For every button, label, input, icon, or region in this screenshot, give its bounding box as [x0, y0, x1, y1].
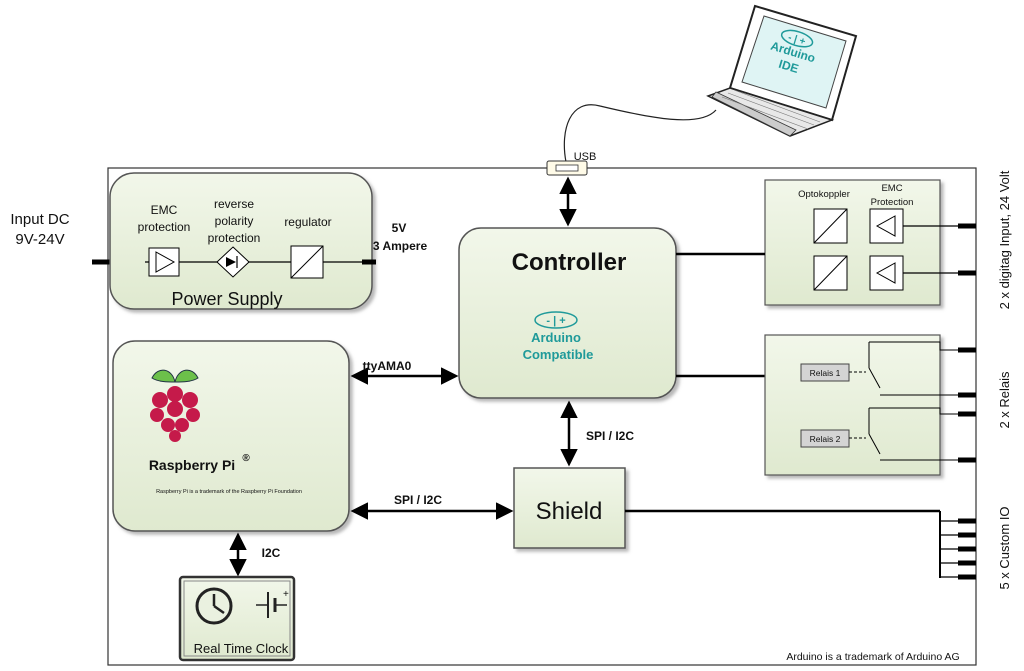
- battery-icon: +: [256, 589, 289, 618]
- emc-label-line2: protection: [138, 220, 191, 234]
- side-label-relais: 2 x Relais: [997, 371, 1012, 429]
- regulator-icon: [290, 245, 324, 279]
- laptop-arduino-logo: [780, 29, 814, 48]
- laptop-ide-text: IDE: [777, 57, 800, 76]
- input-label-line1: Input DC: [10, 211, 69, 228]
- raspberry-pi-logo: [150, 369, 200, 442]
- relay-2-label: Relais 2: [810, 434, 841, 444]
- input-emc-1-icon: [869, 208, 904, 244]
- clock-icon: [195, 587, 233, 625]
- rtc-title: Real Time Clock: [194, 641, 289, 656]
- laptop-icon: - | + Arduino IDE: [706, 4, 858, 137]
- spi-i2c-rpi-label: SPI / I2C: [394, 493, 442, 507]
- digital-inputs-block: Optokoppler EMC Protection: [764, 179, 941, 306]
- optocoupler-2-icon: [813, 255, 848, 291]
- shield-block: Shield: [513, 467, 626, 549]
- controller-block: Controller - | + Arduino Compatible: [458, 227, 677, 399]
- usb-label: USB: [574, 151, 597, 163]
- raspberry-pi-block: Raspberry Pi ® Raspberry Pi is a tradema…: [112, 340, 350, 532]
- ttyama0-label: ttyAMA0: [363, 359, 412, 373]
- power-supply-title: Power Supply: [171, 289, 282, 309]
- side-label-digital: 2 x digitag Input, 24 Volt: [997, 170, 1012, 309]
- laptop-logo-text: - | +: [787, 32, 807, 48]
- emc-filter-icon: [148, 247, 180, 277]
- power-supply-block: EMC protection reverse polarity protecti…: [109, 172, 373, 310]
- input-emc-2-icon: [869, 255, 904, 291]
- controller-logo-text: - | +: [546, 315, 565, 327]
- relay-2: Relais 2: [800, 407, 958, 461]
- rtc-block: + Real Time Clock: [178, 575, 296, 662]
- psu-output-current: 3 Ampere: [373, 239, 428, 253]
- controller-compatible-text: Compatible: [523, 347, 594, 362]
- input-label-line2: 9V-24V: [15, 231, 64, 248]
- raspberry-pi-registered: ®: [242, 453, 250, 464]
- diode-icon: [216, 246, 250, 278]
- raspberry-pi-title: Raspberry Pi: [149, 457, 235, 473]
- usb-connector: [546, 160, 588, 176]
- footer-trademark: Arduino is a trademark of Arduino AG: [786, 651, 959, 663]
- input-emc-label-line2: Protection: [871, 197, 914, 208]
- regulator-label: regulator: [284, 215, 331, 229]
- relay-terminals: [958, 347, 976, 463]
- custom-io-terminals: [940, 518, 976, 580]
- raspberry-pi-trademark: Raspberry Pi is a trademark of the Raspb…: [156, 489, 302, 495]
- usb-cable: [563, 104, 717, 163]
- controller-arduino-text: Arduino: [531, 330, 581, 345]
- emc-label-line1: EMC: [151, 203, 178, 217]
- shield-title: Shield: [536, 498, 603, 525]
- controller-arduino-logo: [534, 311, 578, 329]
- reverse-label-line3: protection: [208, 231, 261, 245]
- i2c-label: I2C: [262, 546, 281, 560]
- spi-i2c-controller-label: SPI / I2C: [586, 429, 634, 443]
- input-emc-label-line1: EMC: [881, 183, 902, 194]
- reverse-label-line1: reverse: [214, 197, 254, 211]
- relay-1: Relais 1: [800, 341, 958, 396]
- svg-text:+: +: [283, 589, 289, 600]
- relay-1-label: Relais 1: [810, 368, 841, 378]
- relays-block: Relais 1 Relais 2: [764, 334, 958, 476]
- optokoppler-label: Optokoppler: [798, 189, 850, 200]
- psu-output-voltage: 5V: [392, 221, 407, 235]
- reverse-label-line2: polarity: [215, 214, 254, 228]
- controller-title: Controller: [512, 249, 627, 276]
- side-label-custom: 5 x Custom IO: [997, 506, 1012, 589]
- optocoupler-1-icon: [813, 208, 848, 244]
